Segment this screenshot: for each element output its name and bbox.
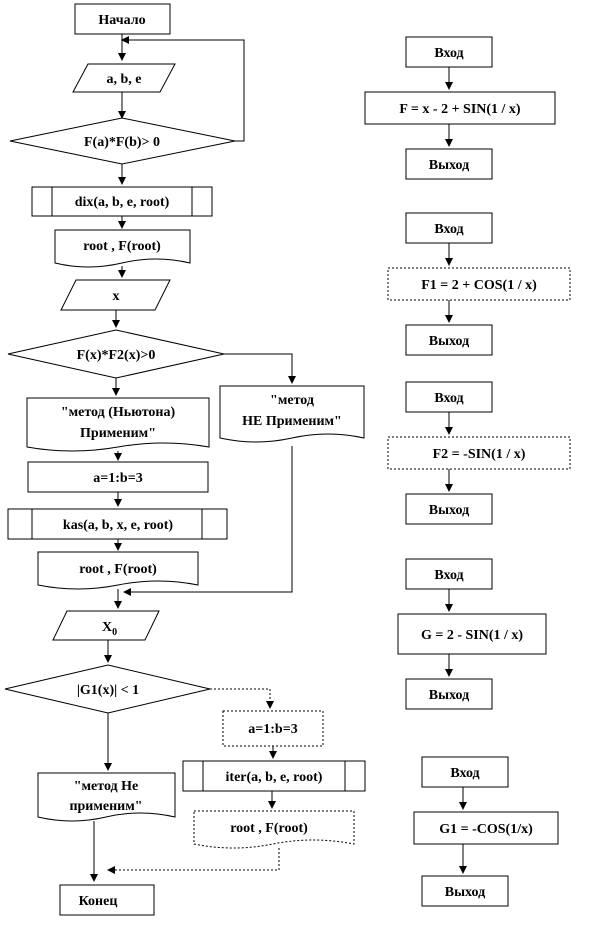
output-root-2: root , F(root) [37, 551, 199, 590]
input-x: x [60, 279, 171, 311]
iter-call-label: iter(a, b, e, root) [226, 770, 323, 785]
assign-ab-1-label: a=1:b=3 [93, 471, 142, 486]
iter-subroutine: iter(a, b, e, root) [182, 760, 366, 792]
output-root-2-label: root , F(root) [79, 562, 157, 577]
function-f2-enter: Вход [434, 391, 463, 406]
dix-subroutine: dix(a, b, e, root) [31, 186, 213, 217]
msg-not-applicable: "метод НЕ Применим" [219, 385, 365, 443]
assign-ab-2: a=1:b=3 [222, 710, 324, 747]
function-f1-formula: F1 = 2 + COS(1 / x) [421, 278, 537, 293]
function-g-enter: Вход [434, 568, 463, 583]
function-block-g: Вход G = 2 - SIN(1 / x) Выход [397, 558, 547, 710]
kas-call-label: kas(a, b, x, e, root) [63, 518, 174, 533]
assign-ab-2-label: a=1:b=3 [248, 722, 297, 737]
function-block-g1: Вход G1 = -COS(1/x) Выход [413, 756, 559, 907]
msg-not-line2: НЕ Применим" [242, 414, 342, 429]
function-f-exit: Выход [429, 158, 469, 173]
loop-back-arrow [121, 36, 245, 142]
msg-newton-applicable: "метод (Ньютона) Применим" [26, 397, 210, 452]
output-root-1: root , F(root) [54, 229, 191, 268]
arrow-not-applicable-to-merge [123, 446, 293, 596]
msg-not2-line1: "метод Не [74, 779, 139, 794]
function-g1-exit: Выход [445, 885, 485, 900]
function-g-formula: G = 2 - SIN(1 / x) [421, 628, 523, 643]
output-root-3-label: root , F(root) [230, 821, 308, 836]
arrow-cond3-to-assign2 [210, 688, 274, 709]
end-terminal: Конец [59, 884, 155, 916]
input-abe-label: a, b, e [107, 72, 142, 87]
end-label: Конец [79, 894, 118, 909]
arrow-output3-to-end [107, 848, 280, 874]
msg-newton-line2: Применим" [80, 426, 156, 441]
decision-g1: |G1(x)| < 1 [4, 664, 211, 714]
function-f1-enter: Вход [434, 222, 463, 237]
input-abe: a, b, e [72, 63, 176, 93]
msg-not-line1: "метод [270, 393, 314, 408]
msg-not-applicable-2: "метод Не применим" [37, 772, 176, 822]
decision-g1-label: |G1(x)| < 1 [77, 683, 139, 698]
function-f1-exit: Выход [429, 334, 469, 349]
function-f2-formula: F2 = -SIN(1 / x) [433, 447, 526, 462]
assign-ab-1: a=1:b=3 [27, 461, 209, 493]
function-block-f: Вход F = x - 2 + SIN(1 / x) Выход [364, 36, 556, 180]
input-x-label: x [113, 289, 120, 304]
kas-subroutine: kas(a, b, x, e, root) [7, 508, 228, 540]
function-f-enter: Вход [434, 46, 463, 61]
function-g1-formula: G1 = -COS(1/x) [439, 822, 533, 837]
function-f2-exit: Выход [429, 503, 469, 518]
decision-fx-f2x: F(x)*F2(x)>0 [7, 329, 225, 379]
start-terminal: Начало [74, 3, 171, 35]
decision-fx-f2x-label: F(x)*F2(x)>0 [77, 348, 156, 363]
msg-newton-line1: "метод (Ньютона) [61, 405, 176, 420]
msg-not2-line2: применим" [69, 799, 142, 814]
output-root-1-label: root , F(root) [83, 239, 161, 254]
start-label: Начало [98, 13, 145, 28]
input-x0-label: X0 [102, 620, 117, 638]
input-x0: X0 [52, 610, 160, 641]
function-block-f2: Вход F2 = -SIN(1 / x) Выход [387, 381, 571, 525]
arrow-cond2-to-not-applicable [224, 353, 296, 384]
decision-fa-fb-label: F(a)*F(b)> 0 [84, 135, 160, 150]
function-f-formula: F = x - 2 + SIN(1 / x) [399, 102, 521, 117]
output-root-3: root , F(root) [193, 810, 355, 849]
function-g1-enter: Вход [450, 766, 479, 781]
decision-fa-fb: F(a)*F(b)> 0 [9, 117, 236, 165]
dix-call-label: dix(a, b, e, root) [75, 195, 170, 210]
function-block-f1: Вход F1 = 2 + COS(1 / x) Выход [387, 212, 571, 356]
function-g-exit: Выход [429, 688, 469, 703]
